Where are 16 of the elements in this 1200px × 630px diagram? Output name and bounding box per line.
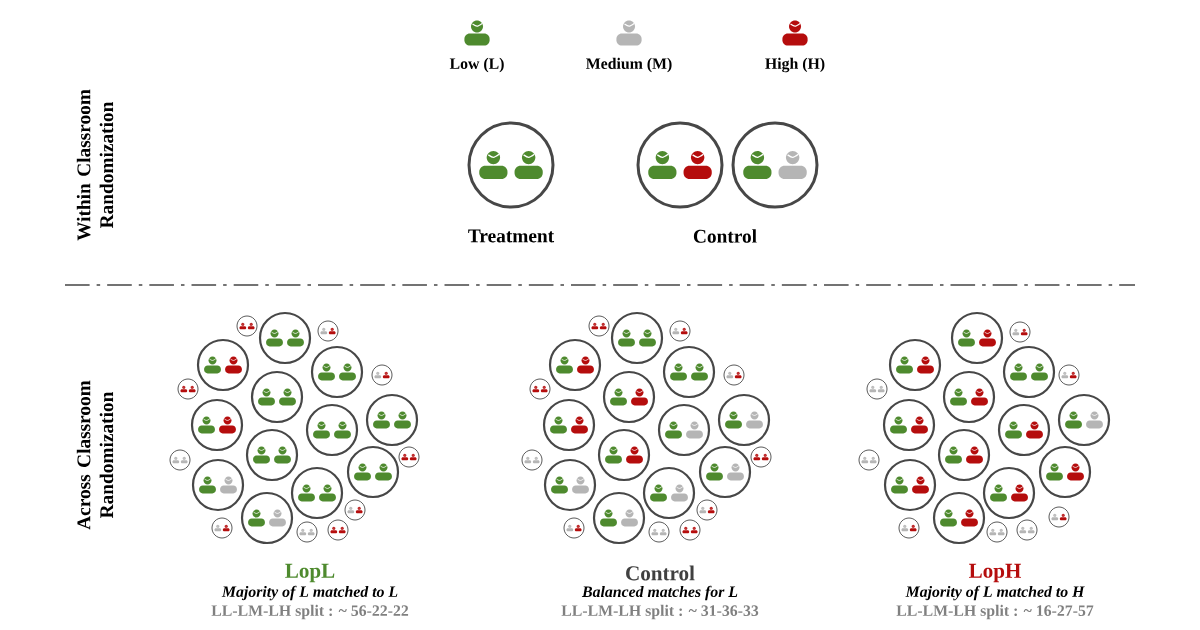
group-label: Treatment [468,229,555,243]
condition-description: Balanced matches for L [581,585,738,601]
section-heading: Within Classroom Randomization [76,89,114,241]
condition-description: Majority of L matched to H [905,585,1085,601]
condition-title: LopL [285,563,335,583]
group-label: Control [693,229,757,243]
split-label: LL-LM-LH split : ~ 56-22-22 [211,604,409,620]
condition-title: LopH [969,563,1021,583]
condition-description: Majority of L matched to L [221,585,398,601]
section-heading: Across Classroom Randomization [76,380,114,530]
legend-label: Medium (M) [586,57,672,73]
legend-label: Low (L) [449,57,504,73]
condition-title: Control [626,565,695,581]
legend-label: High (H) [765,57,825,73]
split-label: LL-LM-LH split : ~ 31-36-33 [561,604,759,620]
split-label: LL-LM-LH split : ~ 16-27-57 [896,604,1094,620]
